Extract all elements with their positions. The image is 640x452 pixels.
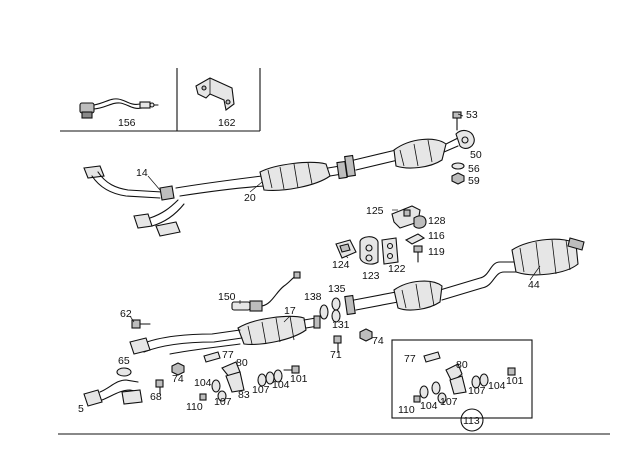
bracket-162 bbox=[195, 77, 235, 111]
label-101-a: 101 bbox=[290, 373, 308, 385]
label-104-inset-b: 104 bbox=[420, 400, 438, 412]
label-104-a: 104 bbox=[194, 377, 212, 389]
inset-parts bbox=[413, 351, 516, 404]
clip-116 bbox=[404, 233, 426, 245]
label-156: 156 bbox=[118, 117, 136, 129]
front-pipe-14 bbox=[83, 165, 175, 201]
page-number-badge bbox=[460, 408, 484, 432]
label-14: 14 bbox=[136, 167, 148, 179]
washer-56 bbox=[451, 162, 465, 170]
label-138: 138 bbox=[304, 291, 322, 303]
label-65: 65 bbox=[118, 355, 130, 367]
label-59: 59 bbox=[468, 175, 480, 187]
label-104-inset: 104 bbox=[488, 380, 506, 392]
front-silencer-lower bbox=[344, 280, 443, 316]
label-74-right: 74 bbox=[372, 335, 384, 347]
label-113: 113 bbox=[463, 415, 480, 427]
label-77-inset: 77 bbox=[404, 353, 416, 365]
label-107-inset: 107 bbox=[468, 385, 486, 397]
gasket-138 bbox=[319, 304, 329, 320]
nut-74-left bbox=[171, 362, 185, 376]
label-107-a: 107 bbox=[252, 384, 270, 396]
ring-104-a bbox=[211, 379, 221, 393]
label-5: 5 bbox=[78, 403, 84, 415]
screw-110-a bbox=[199, 393, 207, 401]
label-50: 50 bbox=[470, 149, 482, 161]
label-62: 62 bbox=[120, 308, 132, 320]
label-123: 123 bbox=[362, 270, 380, 282]
label-80-inset: 80 bbox=[456, 359, 468, 371]
gasket-65 bbox=[116, 367, 132, 377]
label-135: 135 bbox=[328, 283, 346, 295]
rubber-hanger-122 bbox=[381, 237, 399, 265]
oxygen-sensor-lead-156 bbox=[79, 98, 159, 119]
label-110-inset: 110 bbox=[398, 404, 415, 416]
nut-74-right bbox=[359, 328, 373, 342]
leader-lines bbox=[129, 113, 541, 323]
rubber-mount-128 bbox=[413, 215, 427, 229]
front-pipe-lower bbox=[129, 329, 243, 355]
label-17: 17 bbox=[284, 305, 296, 317]
nut-59 bbox=[451, 172, 465, 185]
label-53: 53 bbox=[466, 109, 478, 121]
catalytic-converter-17 bbox=[237, 315, 321, 345]
label-56: 56 bbox=[468, 163, 480, 175]
label-128: 128 bbox=[428, 215, 446, 227]
bolt-62 bbox=[131, 319, 151, 329]
bracket-77-left bbox=[203, 351, 221, 363]
bolt-68 bbox=[155, 379, 164, 395]
reference-labels: 156 162 14 20 53 50 56 59 125 128 116 11… bbox=[78, 109, 540, 427]
screw-119 bbox=[413, 245, 423, 263]
rubber-hanger-123 bbox=[359, 236, 379, 265]
label-122: 122 bbox=[388, 263, 406, 275]
label-107-b: 107 bbox=[214, 396, 232, 408]
label-71: 71 bbox=[330, 349, 342, 361]
catalytic-converter-20 bbox=[175, 160, 348, 197]
label-162: 162 bbox=[218, 117, 236, 129]
ring-131 bbox=[331, 309, 341, 323]
hanger-83 bbox=[225, 371, 245, 393]
label-125: 125 bbox=[366, 205, 384, 217]
inset-frame-bottom bbox=[391, 339, 533, 419]
label-101-inset: 101 bbox=[506, 375, 524, 387]
label-74-left: 74 bbox=[172, 373, 184, 385]
intermediate-pipe-silencer bbox=[344, 137, 459, 178]
manifold-pipe-5 bbox=[83, 379, 143, 407]
label-116: 116 bbox=[428, 230, 445, 242]
label-104-b: 104 bbox=[272, 379, 290, 391]
label-44: 44 bbox=[528, 279, 540, 291]
bolt-71 bbox=[333, 335, 342, 353]
rubber-hanger-124 bbox=[335, 239, 357, 259]
label-119: 119 bbox=[428, 246, 445, 258]
inset-frame-top bbox=[60, 68, 261, 132]
front-pipe-lower-branch bbox=[133, 199, 185, 237]
label-150: 150 bbox=[218, 291, 236, 303]
label-110-a: 110 bbox=[186, 401, 203, 413]
label-83: 83 bbox=[238, 389, 250, 401]
label-107-inset-b: 107 bbox=[440, 396, 458, 408]
ring-135 bbox=[331, 297, 341, 311]
label-20: 20 bbox=[244, 192, 256, 204]
rear-silencer-44 bbox=[439, 237, 585, 301]
oxygen-sensor-150 bbox=[231, 271, 301, 312]
label-80-left: 80 bbox=[236, 357, 248, 369]
label-124: 124 bbox=[332, 259, 350, 271]
label-77-left: 77 bbox=[222, 349, 234, 361]
clamp-50 bbox=[455, 129, 475, 149]
ring-107-a bbox=[217, 390, 227, 402]
label-68: 68 bbox=[150, 391, 162, 403]
rings-107-104-101 bbox=[257, 365, 300, 387]
label-131: 131 bbox=[332, 319, 350, 331]
